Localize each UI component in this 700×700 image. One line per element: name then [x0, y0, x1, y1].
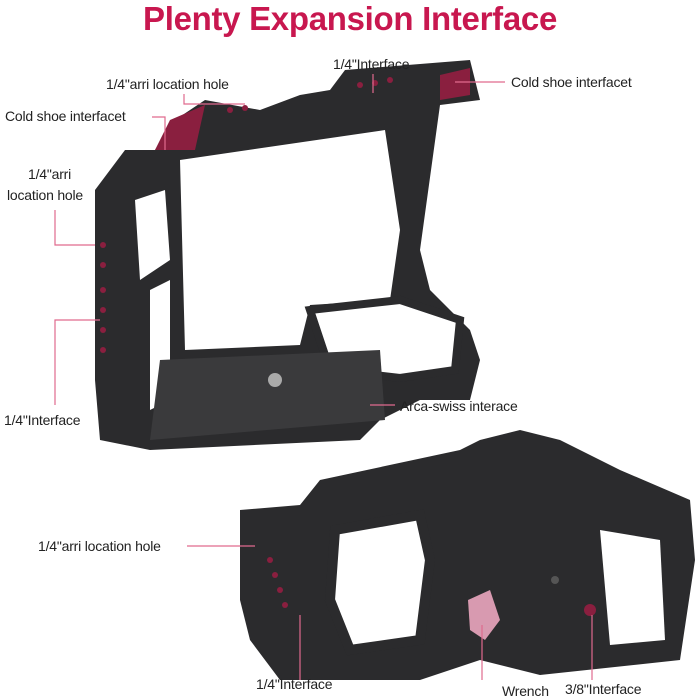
callout-lines [54, 74, 593, 680]
callout-wrench: Wrench [502, 683, 549, 699]
callout-left-quarter-interface: 1/4"Interface [4, 412, 81, 428]
callout-three-eighths-interface: 3/8"Interface [565, 681, 642, 697]
lower-cage [240, 430, 695, 680]
callout-left-arri-hole-line1: 1/4"arri [28, 166, 72, 182]
upper-cage [95, 60, 480, 450]
callout-arca-swiss: Arca-swiss interace [400, 398, 518, 414]
callout-right-cold-shoe: Cold shoe interfacet [511, 74, 632, 90]
callout-top-arri-hole: 1/4"arri location hole [106, 76, 229, 92]
callout-left-cold-shoe: Cold shoe interfacet [5, 108, 126, 124]
callout-top-quarter-interface: 1/4"Interface [333, 56, 410, 72]
callout-bottom-quarter-interface: 1/4"Interface [256, 676, 333, 692]
page-title: Plenty Expansion Interface [143, 0, 557, 37]
callout-bottom-arri-hole: 1/4"arri location hole [38, 538, 161, 554]
callout-left-arri-hole-line2: location hole [7, 187, 84, 203]
